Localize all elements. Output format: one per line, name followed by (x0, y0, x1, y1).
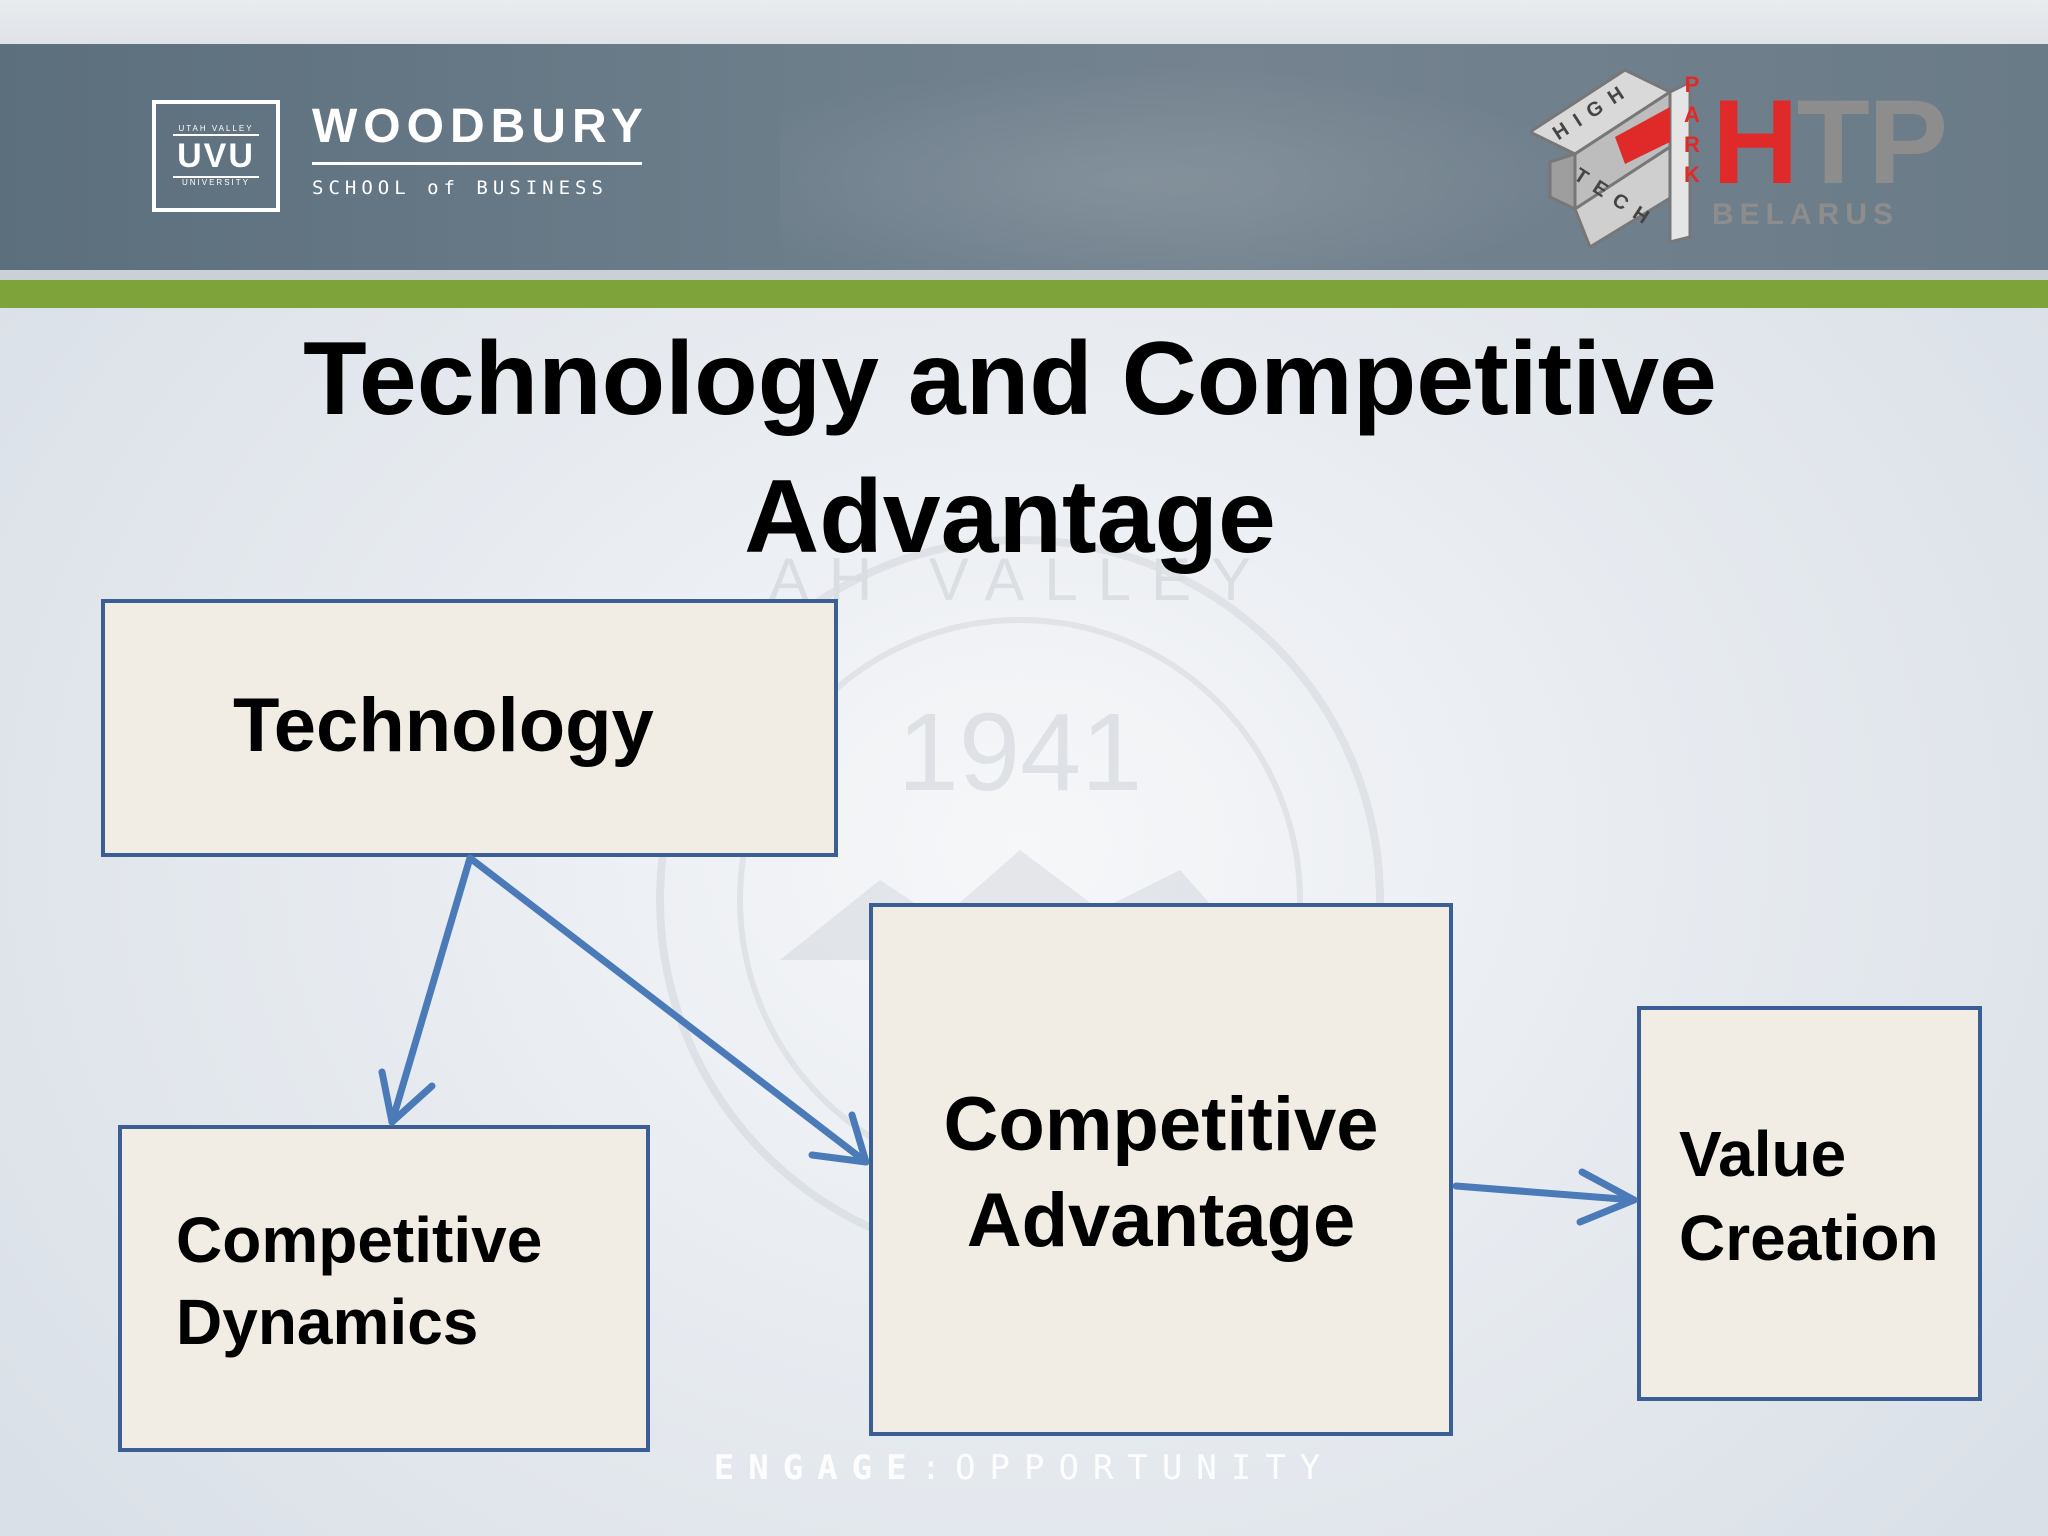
htp-country: BELARUS (1712, 198, 1900, 231)
woodbury-name: WOODBURY (312, 98, 643, 165)
node-value-creation-label: Value Creation (1679, 1118, 1939, 1274)
node-competitive-dynamics: Competitive Dynamics (118, 1125, 650, 1452)
node-technology-label: Technology (233, 683, 654, 768)
slide-title-line2: Advantage (744, 459, 1276, 575)
htp-cube-logo (1530, 68, 1692, 250)
htp-wordmark: HTP (1712, 82, 1948, 202)
node-competitive-advantage-label: Competitive Advantage (943, 1082, 1379, 1263)
arrow-technology-to-advantage (466, 854, 870, 1166)
seal-year: 1941 (898, 691, 1143, 814)
node-competitive-dynamics-label: Competitive Dynamics (176, 1204, 543, 1358)
slide-title-line1: Technology and Competitive (303, 321, 1717, 437)
htp-letters-park: PARK (1684, 72, 1700, 187)
woodbury-logo: WOODBURY SCHOOL of BUSINESS (312, 98, 652, 208)
htp-wordmark-tp: TP (1796, 75, 1948, 209)
htp-wordmark-h: H (1712, 75, 1799, 209)
arrow-technology-to-dynamics (378, 854, 474, 1126)
tagline-opportunity: OPPORTUNITY (955, 1448, 1335, 1488)
seal-arc-text: AH VALLEY (769, 546, 1271, 613)
slide-title: Technology and Competitive Advantage (120, 310, 1900, 586)
uvu-logo-mark: UVU (173, 134, 259, 178)
top-strip (0, 0, 2048, 44)
tagline-engage: ENGAGE (713, 1448, 921, 1488)
tagline-separator: : (920, 1448, 956, 1488)
arrow-advantage-to-value (1452, 1168, 1638, 1226)
node-technology: Technology (101, 599, 838, 857)
uvu-logo-top-text: UTAH VALLEY (178, 124, 254, 133)
header-divider (0, 270, 2048, 280)
uvu-logo: UTAH VALLEY UVU UNIVERSITY (152, 100, 280, 212)
header-decoration (780, 44, 1680, 270)
uvu-logo-bottom-text: UNIVERSITY (181, 178, 250, 187)
woodbury-school: SCHOOL of BUSINESS (312, 177, 608, 199)
header-accent-bar (0, 280, 2048, 308)
node-competitive-advantage: Competitive Advantage (869, 903, 1453, 1436)
footer-tagline: ENGAGE:OPPORTUNITY (0, 1448, 2048, 1488)
node-value-creation: Value Creation (1637, 1006, 1982, 1401)
slide-header (0, 44, 2048, 270)
